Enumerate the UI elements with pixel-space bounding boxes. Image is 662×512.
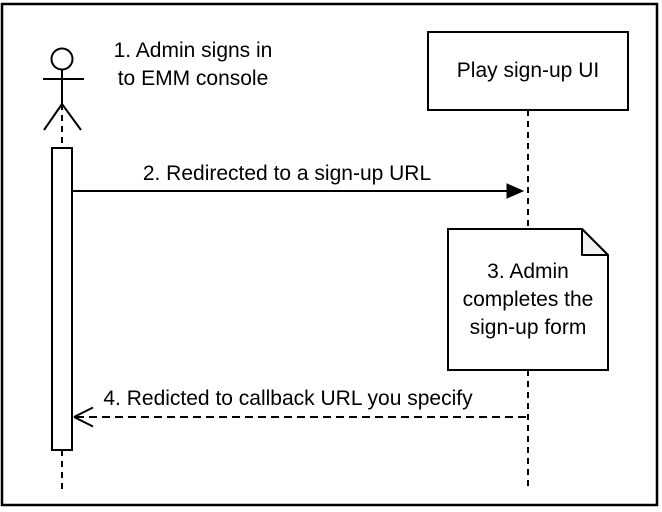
- actor-leg-left: [43, 103, 63, 131]
- participant-box-play-signup-ui: [427, 31, 629, 111]
- note-shape: [447, 228, 609, 371]
- message-4-arrowhead-lower: [73, 416, 94, 428]
- message-4-arrowhead-upper: [73, 406, 94, 418]
- actor-admin-icon: [43, 47, 84, 131]
- actor-head: [50, 47, 74, 71]
- message-2-arrowhead: [506, 183, 525, 199]
- actor-leg-right: [61, 103, 82, 131]
- participant-play-signup-ui-label: Play sign-up UI: [456, 59, 600, 82]
- note-folded-corner: [581, 228, 609, 256]
- admin-activation-bar: [51, 147, 73, 451]
